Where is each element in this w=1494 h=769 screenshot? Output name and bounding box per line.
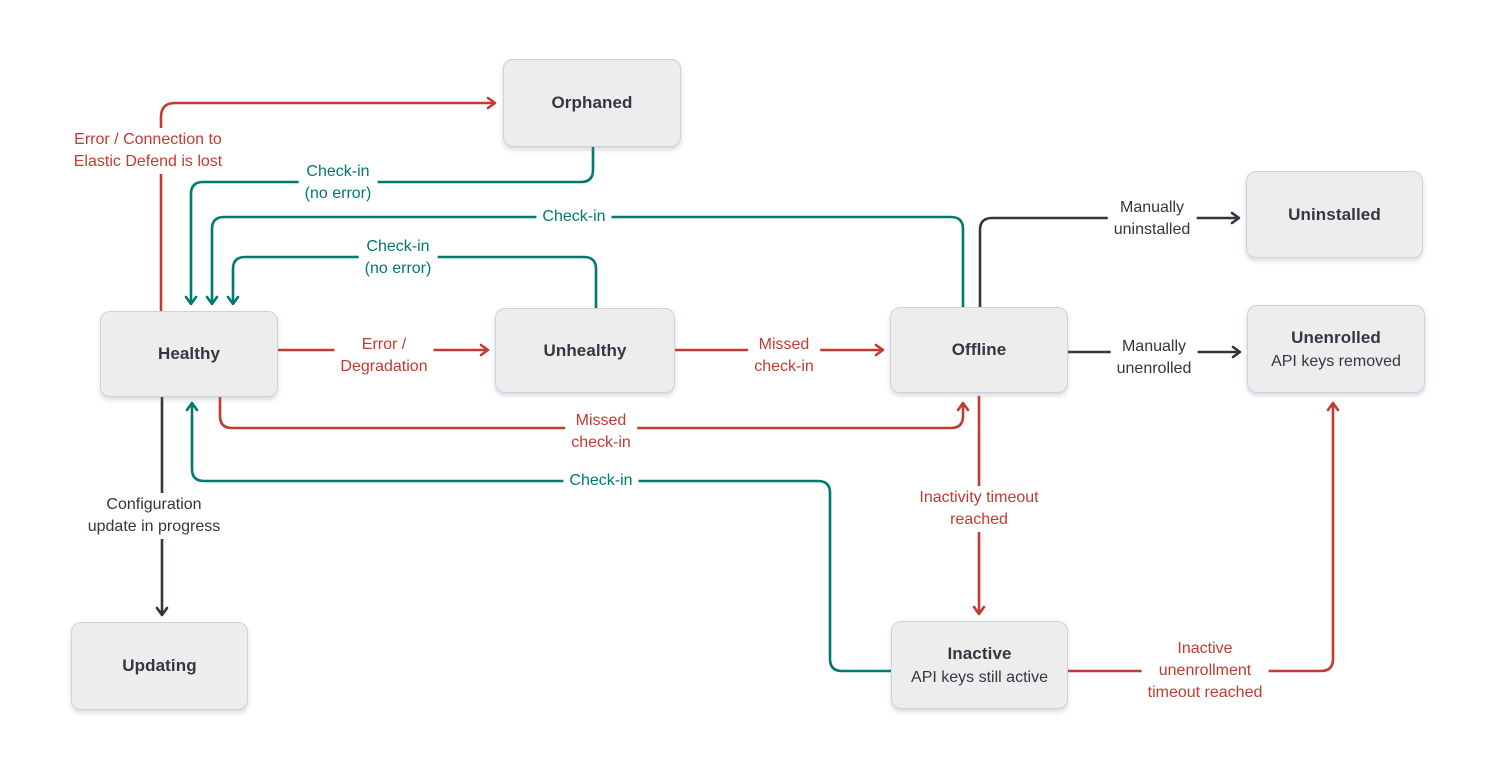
edge-offline-to-uninstalled: [978, 211, 1241, 309]
edge-label-checkin-offline: Check-in: [536, 205, 612, 229]
edge-label-checkin-inactive: Check-in: [563, 469, 639, 493]
edge-label-error-degradation: Error / Degradation: [334, 333, 434, 379]
edge-label-error-connection: Error / Connection to Elastic Defend is …: [67, 128, 229, 174]
node-unenrolled-label: Unenrolled: [1291, 327, 1381, 347]
node-healthy: Healthy: [100, 311, 278, 397]
node-unenrolled: Unenrolled API keys removed: [1247, 305, 1425, 393]
node-offline: Offline: [890, 307, 1068, 393]
node-orphaned: Orphaned: [503, 59, 681, 147]
node-orphaned-label: Orphaned: [551, 93, 633, 112]
node-healthy-label: Healthy: [157, 344, 221, 363]
node-unenrolled-sublabel: API keys removed: [1271, 352, 1401, 370]
node-inactive: Inactive API keys still active: [891, 621, 1068, 709]
edge-inactive-to-healthy: [185, 401, 893, 673]
edge-offline-to-healthy: [205, 215, 965, 309]
node-unhealthy-label: Unhealthy: [543, 340, 627, 360]
edge-label-manually-unenrolled: Manually unenrolled: [1110, 335, 1198, 381]
edge-healthy-to-orphaned: [159, 96, 497, 313]
edge-label-manually-uninstalled: Manually uninstalled: [1107, 196, 1197, 242]
node-inactive-label: Inactive: [947, 643, 1012, 663]
edge-label-inactivity-timeout: Inactivity timeout reached: [913, 486, 1045, 532]
edge-label-inactive-unenrollment: Inactive unenrollment timeout reached: [1141, 637, 1269, 705]
edge-orphaned-to-healthy: [184, 145, 595, 306]
edge-label-checkin-orphaned: Check-in (no error): [298, 160, 378, 206]
edge-label-checkin-unhealthy: Check-in (no error): [358, 235, 438, 281]
edge-label-missed-checkin-healthy: Missed check-in: [565, 409, 637, 455]
edge-label-configuration-update: Configuration update in progress: [81, 493, 227, 539]
node-updating: Updating: [71, 622, 248, 710]
node-offline-label: Offline: [951, 340, 1007, 359]
node-updating-label: Updating: [122, 656, 197, 675]
edge-label-missed-checkin-unhealthy: Missed check-in: [748, 333, 820, 379]
edge-inactive-to-unenrolled: [1066, 401, 1340, 673]
node-uninstalled: Uninstalled: [1246, 171, 1423, 258]
node-uninstalled-label: Uninstalled: [1288, 204, 1381, 224]
node-unhealthy: Unhealthy: [495, 308, 675, 393]
node-inactive-sublabel: API keys still active: [911, 668, 1048, 686]
